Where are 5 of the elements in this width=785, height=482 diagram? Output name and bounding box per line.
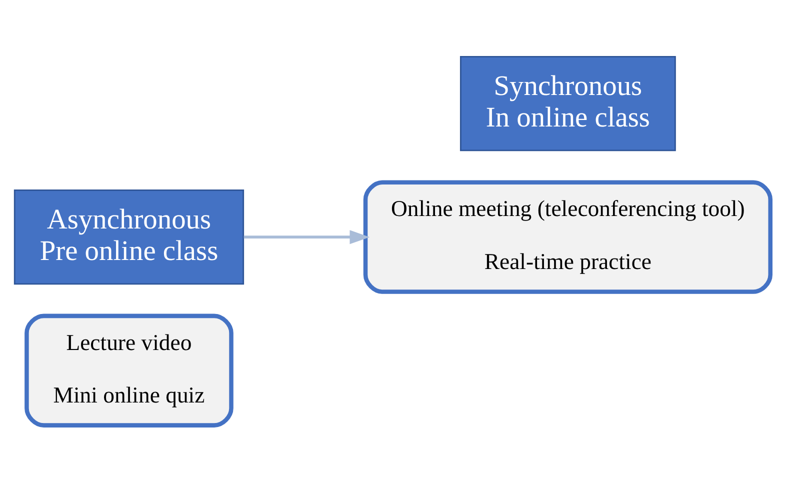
node-box: Online meeting (teleconferencing tool) Real-time practice: [363, 180, 772, 294]
node-box: Lecture video Mini online quiz: [24, 314, 234, 428]
node-box: Synchronous In online class: [460, 56, 676, 152]
node-box: Asynchronous Pre online class: [14, 190, 244, 285]
arrow: [244, 230, 370, 244]
